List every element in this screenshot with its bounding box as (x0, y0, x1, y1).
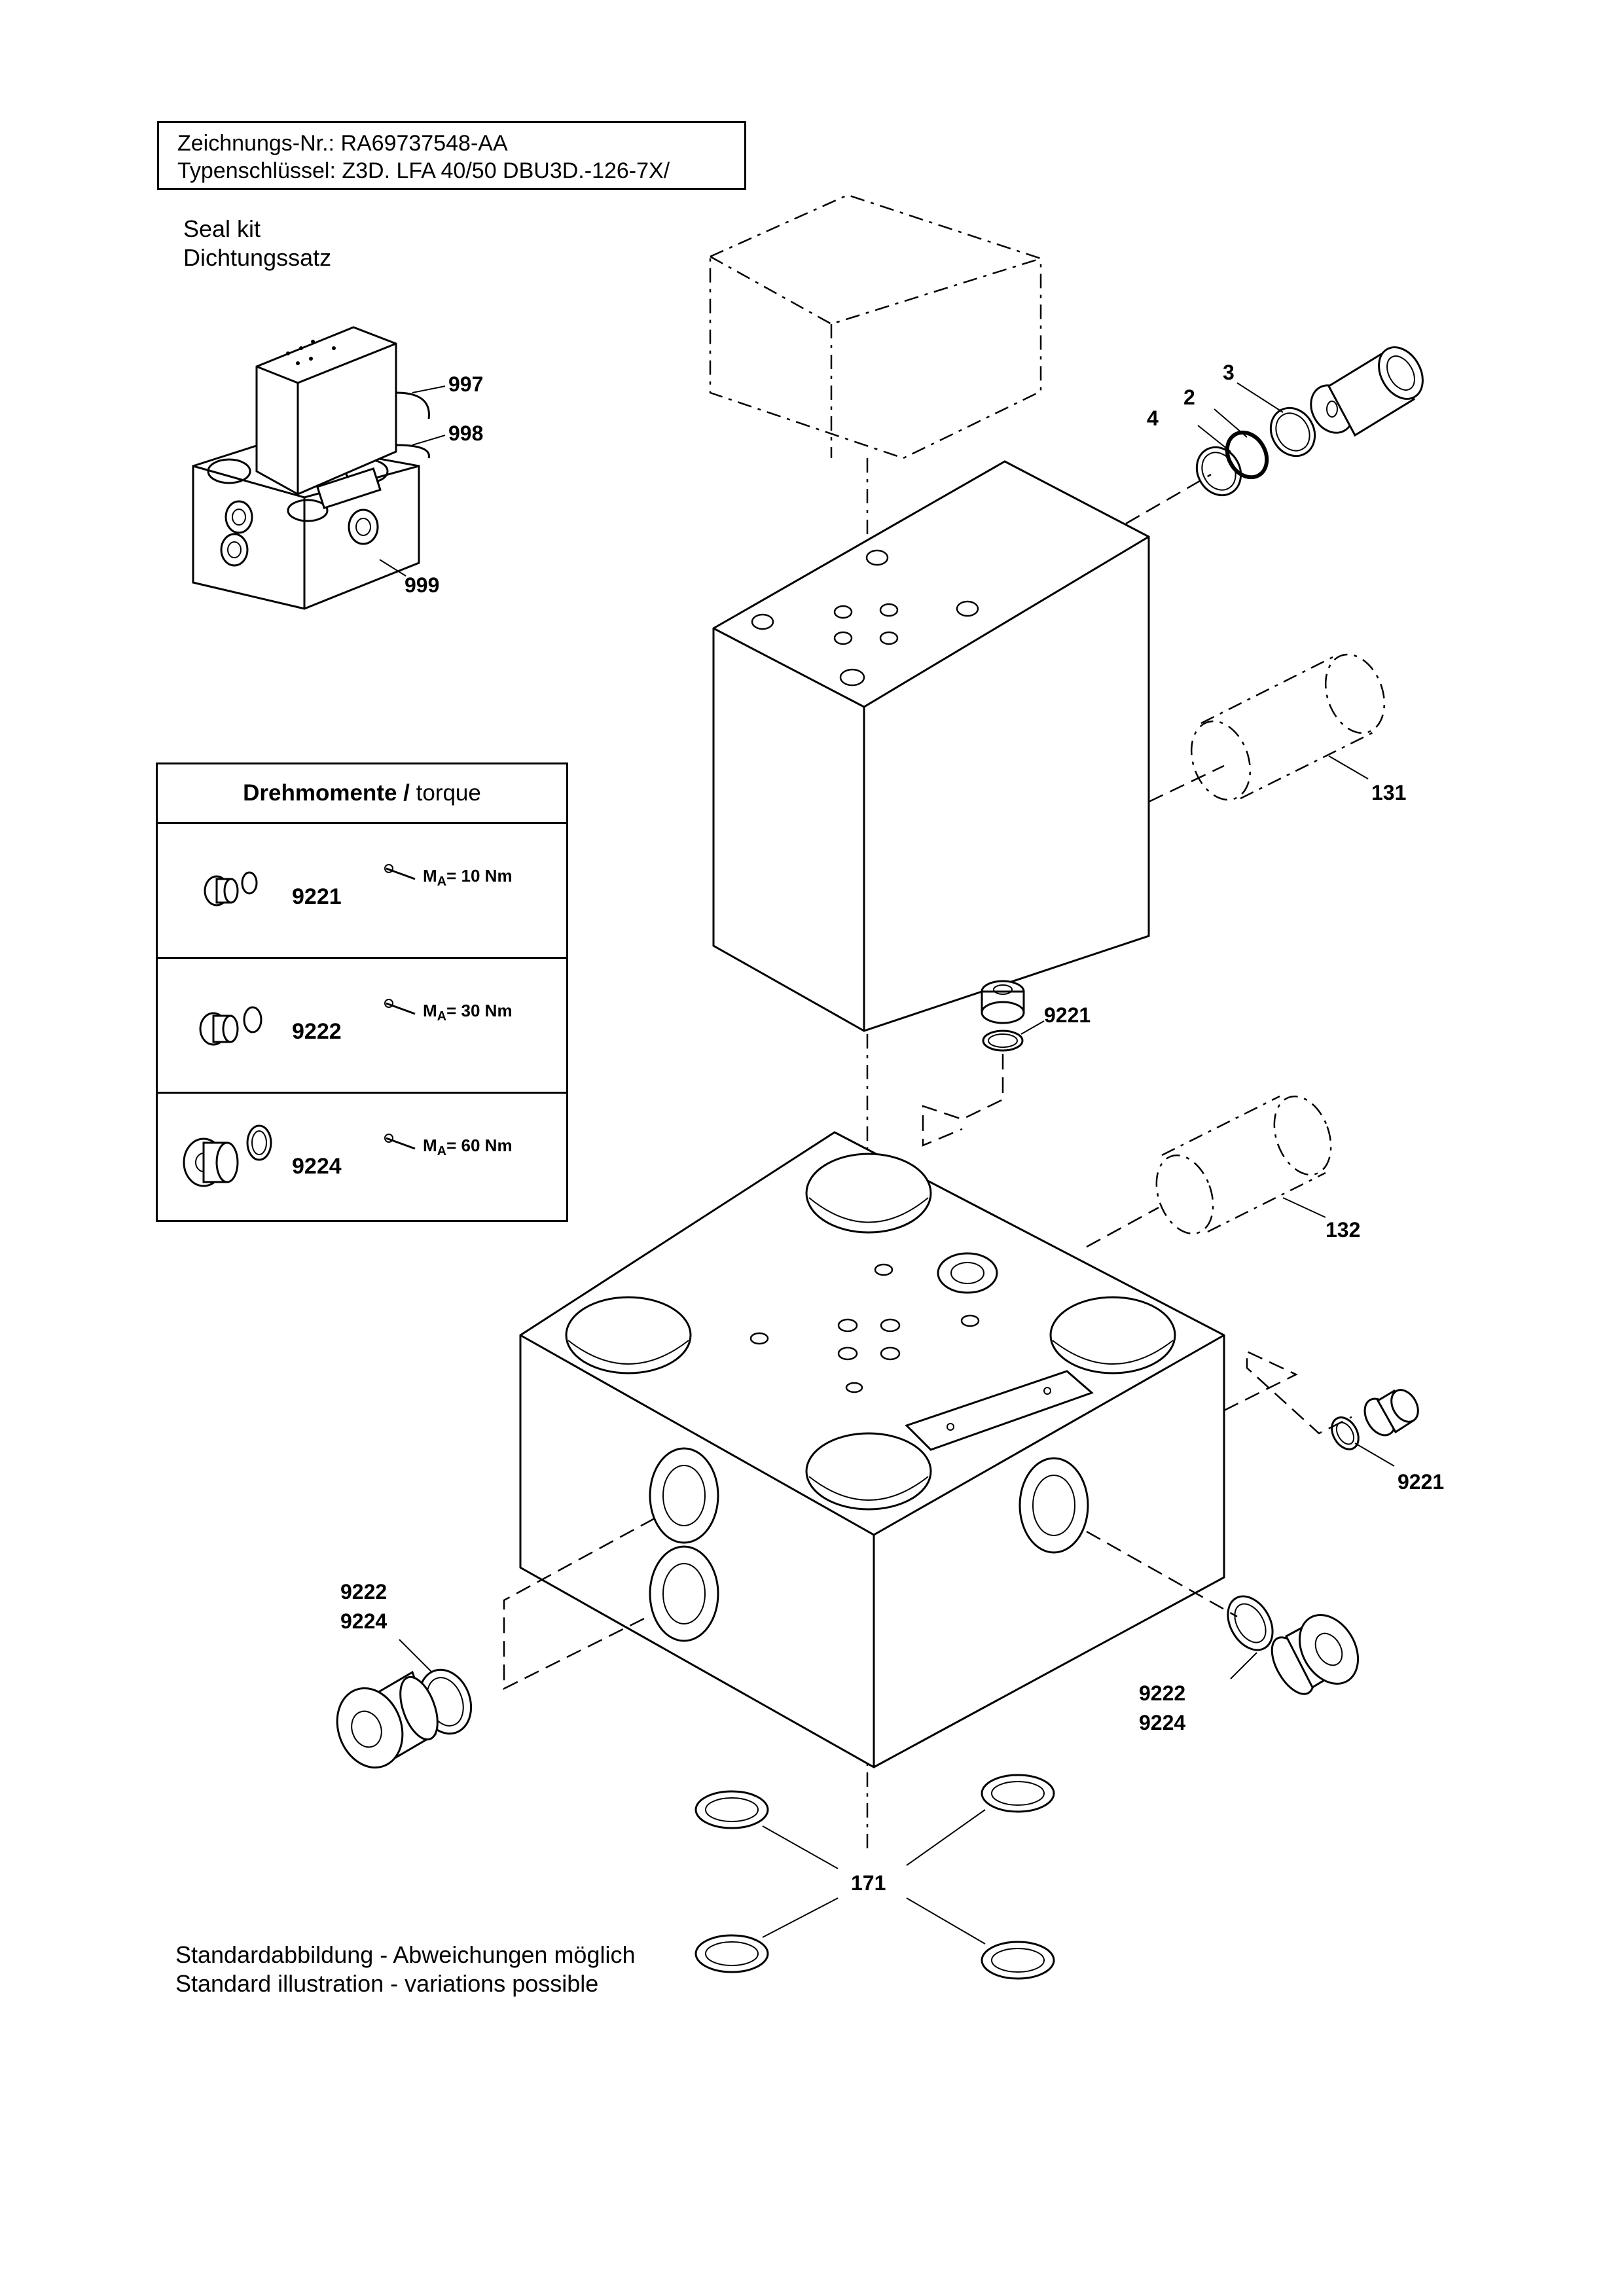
torque-table: Drehmomente / torque 9221 MA= 10 Nm 9222… (156, 762, 568, 1222)
seal-kit-heading: Seal kit Dichtungssatz (183, 215, 331, 272)
plug-9221-top (922, 980, 1045, 1147)
seal-kit-label-de: Dichtungssatz (183, 244, 332, 271)
drawing-number: Zeichnungs-Nr.: RA69737548-AA (177, 131, 508, 156)
torque-part-number: 9221 (292, 884, 342, 909)
wrench-icon (384, 864, 416, 880)
torque-value: MA= 10 Nm (423, 866, 513, 889)
callout-171: 171 (851, 1871, 886, 1895)
torque-value: MA= 30 Nm (423, 1001, 513, 1024)
plug-9222-left (336, 1517, 655, 1769)
plug-9221-right (1223, 1350, 1419, 1467)
footer-note-en: Standard illustration - variations possi… (175, 1970, 599, 1997)
solenoid-outline (709, 194, 1042, 459)
plug-9222-right (1086, 1530, 1360, 1695)
callout-4: 4 (1147, 406, 1159, 430)
callout-3: 3 (1223, 361, 1235, 384)
torque-row: 9221 MA= 10 Nm (158, 824, 566, 959)
callout-9221-right: 9221 (1398, 1470, 1444, 1494)
cartridge-132-outline (1086, 1095, 1332, 1248)
callout-998: 998 (448, 422, 483, 445)
callout-9222-right: 9222 (1139, 1681, 1185, 1705)
callout-9224-right: 9224 (1139, 1711, 1185, 1734)
callout-997: 997 (448, 372, 483, 396)
callout-9224-left: 9224 (340, 1609, 387, 1633)
wrench-icon (384, 999, 416, 1015)
type-key: Typenschlüssel: Z3D. LFA 40/50 DBU3D.-12… (177, 158, 670, 183)
title-block: Zeichnungs-Nr.: RA69737548-AA Typenschlü… (157, 121, 746, 190)
torque-row: 9222 MA= 30 Nm (158, 959, 566, 1094)
cartridge-131-outline (1148, 653, 1386, 803)
torque-header-en: torque (416, 780, 481, 806)
lower-main-block (519, 1131, 1225, 1768)
plug-screw-icon (199, 1006, 262, 1046)
torque-part-number: 9222 (292, 1019, 342, 1044)
plug-screw-icon (204, 871, 258, 906)
callout-999: 999 (405, 573, 439, 597)
callout-131: 131 (1371, 781, 1406, 804)
callout-2: 2 (1183, 386, 1195, 409)
seal-kit-label-en: Seal kit (183, 215, 261, 242)
plug-screw-icon (183, 1124, 272, 1187)
name-plate (905, 1370, 1094, 1451)
seal-rings-171 (695, 1774, 1055, 1980)
cartridge-assembly (1125, 346, 1424, 525)
footer-note: Standardabbildung - Abweichungen möglich… (175, 1941, 636, 1998)
callout-132: 132 (1326, 1218, 1360, 1242)
torque-part-number: 9224 (292, 1154, 342, 1179)
upper-valve-block (712, 460, 1150, 1032)
seal-kit-assembly-image (192, 326, 446, 610)
torque-row: 9224 MA= 60 Nm (158, 1094, 566, 1227)
torque-table-header: Drehmomente / torque (158, 764, 566, 824)
torque-header-de: Drehmomente / (243, 780, 410, 806)
callout-9221-top: 9221 (1044, 1003, 1091, 1027)
callout-9222-left: 9222 (340, 1580, 387, 1604)
wrench-icon (384, 1134, 416, 1150)
footer-note-de: Standardabbildung - Abweichungen möglich (175, 1941, 636, 1968)
torque-value: MA= 60 Nm (423, 1136, 513, 1159)
